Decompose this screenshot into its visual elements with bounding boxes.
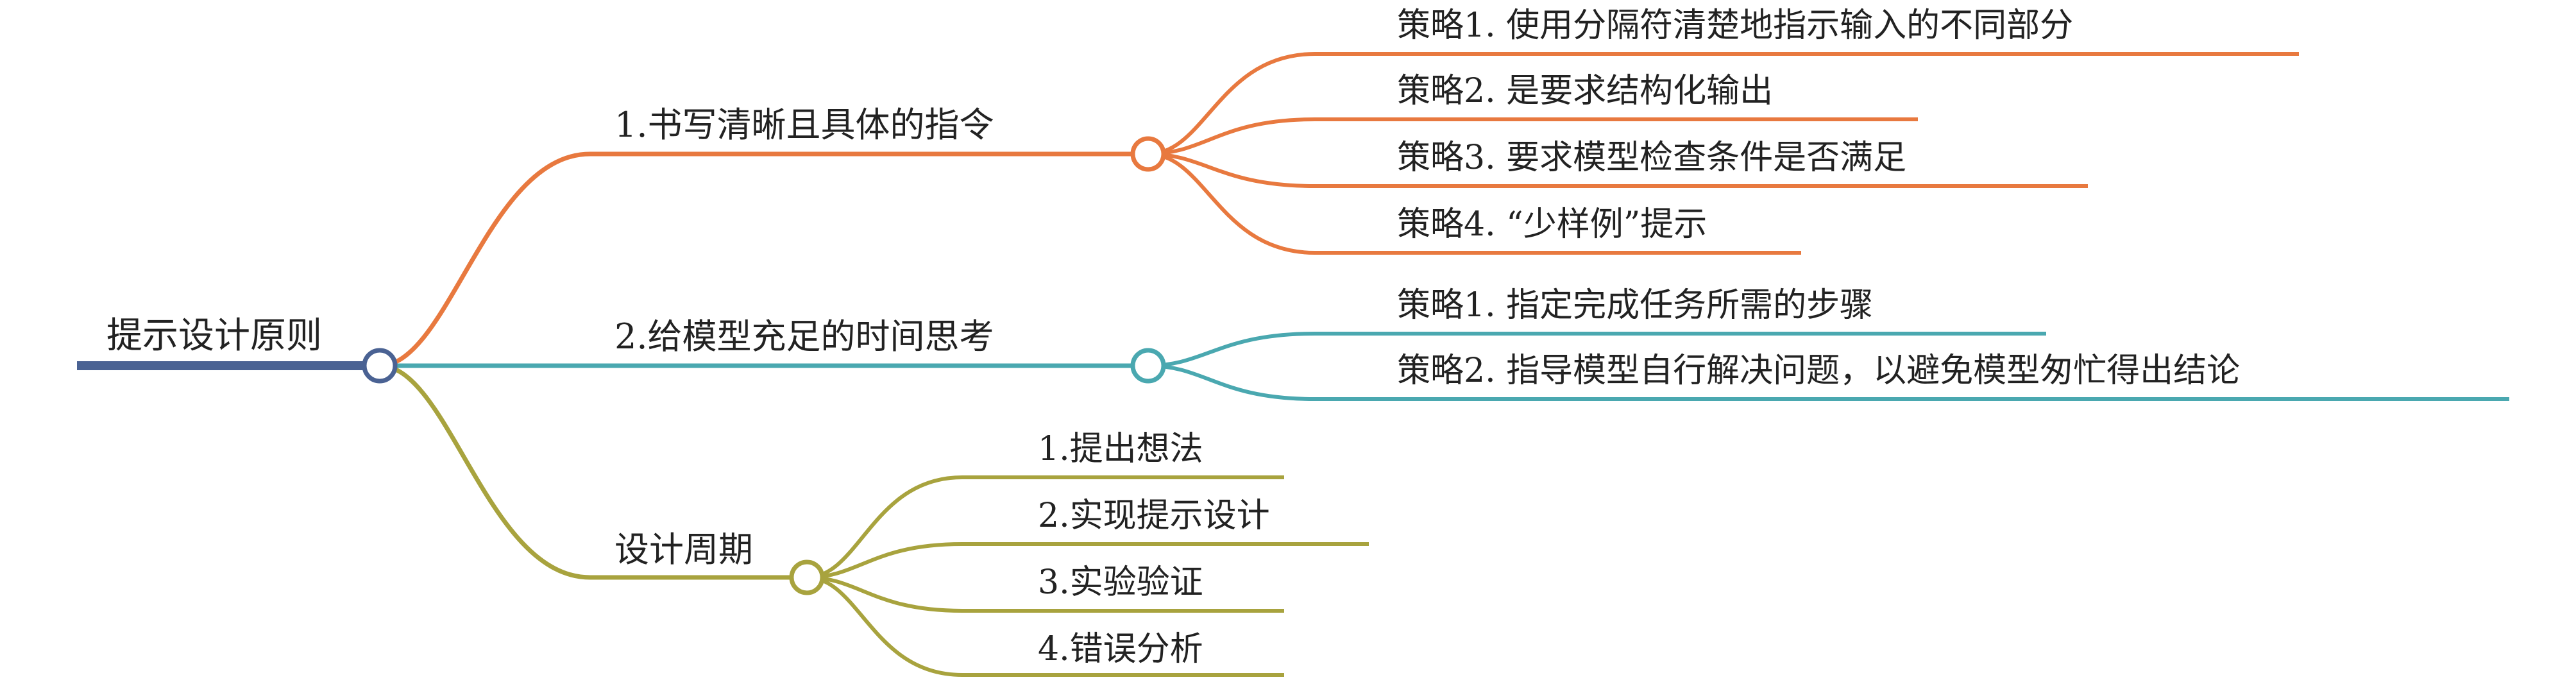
leaf-2-2-connector (1148, 364, 2509, 401)
branch-1-topic[interactable]: 1.书写清晰且具体的指令 (614, 105, 994, 145)
branch-2-topic[interactable]: 2.给模型充足的时间思考 (614, 316, 994, 357)
leaf-1-2-connector (1148, 117, 1918, 156)
leaf-2-2[interactable]: 策略2. 指导模型自行解决问题，以避免模型匆忙得出结论 (1397, 352, 2241, 390)
leaf-1-4-connector (1148, 152, 1801, 255)
branch-2-node-circle[interactable] (1130, 348, 1166, 384)
leaf-1-4[interactable]: 策略4. “少样例”提示 (1397, 205, 1707, 244)
leaf-1-3-connector (1148, 152, 2088, 188)
branch-3-connector (379, 363, 807, 580)
root-node-circle[interactable] (362, 348, 398, 384)
leaf-3-3[interactable]: 3.实验验证 (1038, 563, 1203, 602)
leaf-2-1-connector (1148, 332, 2046, 368)
leaf-3-4-connector (806, 575, 1284, 677)
leaf-3-4[interactable]: 4.错误分析 (1038, 630, 1203, 669)
leaf-3-1-connector (806, 475, 1284, 579)
root-topic[interactable]: 提示设计原则 (106, 315, 322, 357)
leaf-3-3-connector (806, 575, 1284, 613)
leaf-3-1[interactable]: 1.提出想法 (1038, 430, 1203, 468)
leaf-1-1-connector (1148, 52, 2299, 156)
leaf-2-1[interactable]: 策略1. 指定完成任务所需的步骤 (1397, 286, 1874, 325)
leaf-3-2-connector (806, 542, 1369, 579)
branch-1-node-circle[interactable] (1130, 136, 1166, 172)
branch-1-connector (379, 151, 1148, 368)
leaf-1-3[interactable]: 策略3. 要求模型检查条件是否满足 (1397, 139, 1907, 177)
branch-3-topic[interactable]: 设计周期 (614, 529, 753, 570)
leaf-1-2[interactable]: 策略2. 是要求结构化输出 (1397, 72, 1774, 110)
leaf-3-2[interactable]: 2.实现提示设计 (1038, 497, 1270, 535)
branch-3-node-circle[interactable] (789, 559, 825, 595)
leaf-1-1[interactable]: 策略1. 使用分隔符清楚地指示输入的不同部分 (1397, 6, 2074, 45)
